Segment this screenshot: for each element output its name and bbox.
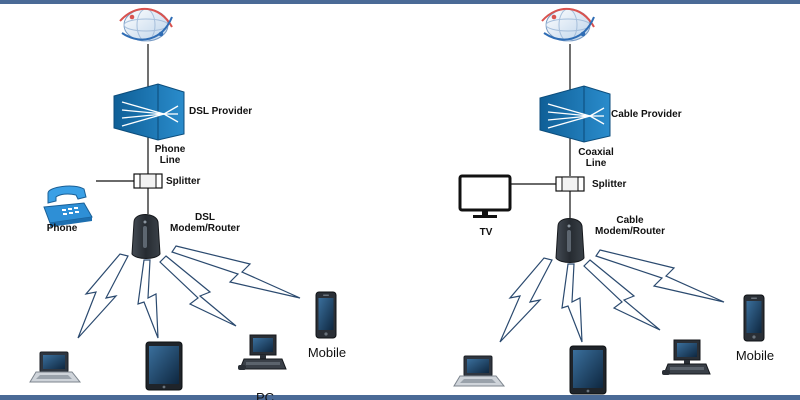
dsl-mobile-label: Mobile bbox=[308, 345, 346, 360]
dsl-panel: DSL Provider Phone Line Splitter Phone D… bbox=[29, 7, 346, 400]
dsl-splitter-label: Splitter bbox=[166, 176, 201, 187]
dsl-modem-label-2: Modem/Router bbox=[170, 223, 240, 234]
phone-label: Phone bbox=[47, 223, 78, 234]
phone-line-label-2: Line bbox=[160, 155, 181, 166]
phone-line-label-1: Phone bbox=[155, 144, 186, 155]
cable-provider-icon bbox=[539, 85, 611, 143]
tv-label: TV bbox=[480, 227, 493, 238]
coaxial-line-label-2: Line bbox=[586, 158, 607, 169]
wireless-bolt-icon bbox=[77, 253, 129, 339]
pc-label: PC bbox=[256, 390, 274, 400]
frame-bottom-border bbox=[0, 395, 800, 400]
internet-globe-icon bbox=[119, 7, 173, 43]
desktop-pc-icon bbox=[237, 334, 287, 371]
frame-top-border bbox=[0, 0, 800, 4]
tablet-icon bbox=[145, 341, 183, 391]
wireless-bolt-icon bbox=[561, 263, 583, 343]
tv-monitor-icon bbox=[458, 174, 512, 220]
dsl-modem-icon bbox=[131, 214, 161, 259]
internet-globe-icon bbox=[541, 7, 595, 43]
cable-modem-label-2: Modem/Router bbox=[595, 226, 665, 237]
tablet-icon bbox=[569, 345, 607, 395]
wireless-bolt-icon bbox=[583, 259, 661, 331]
desktop-pc-icon bbox=[661, 339, 711, 376]
cable-splitter-icon bbox=[555, 176, 585, 192]
wireless-bolt-icon bbox=[171, 245, 301, 299]
cable-panel: Cable Provider Coaxial Line Splitter TV … bbox=[453, 7, 774, 395]
cable-mobile-label: Mobile bbox=[736, 348, 774, 363]
dsl-provider-label: DSL Provider bbox=[189, 106, 252, 117]
wireless-bolt-icon bbox=[159, 255, 237, 327]
wireless-bolt-icon bbox=[499, 257, 553, 343]
dsl-splitter-icon bbox=[133, 173, 163, 189]
cable-splitter-label: Splitter bbox=[592, 179, 627, 190]
telephone-icon bbox=[43, 185, 93, 228]
cable-modem-label-1: Cable bbox=[616, 215, 644, 226]
wireless-bolt-icon bbox=[595, 249, 725, 303]
cable-provider-label: Cable Provider bbox=[611, 109, 682, 120]
smartphone-icon bbox=[315, 291, 337, 339]
cable-modem-icon bbox=[555, 218, 585, 263]
smartphone-icon bbox=[743, 294, 765, 342]
dsl-modem-label-1: DSL bbox=[195, 212, 215, 223]
coaxial-line-label-1: Coaxial bbox=[578, 147, 614, 158]
laptop-icon bbox=[453, 355, 505, 387]
laptop-icon bbox=[29, 351, 81, 383]
dsl-provider-icon bbox=[113, 83, 185, 141]
wireless-bolt-icon bbox=[137, 259, 159, 339]
